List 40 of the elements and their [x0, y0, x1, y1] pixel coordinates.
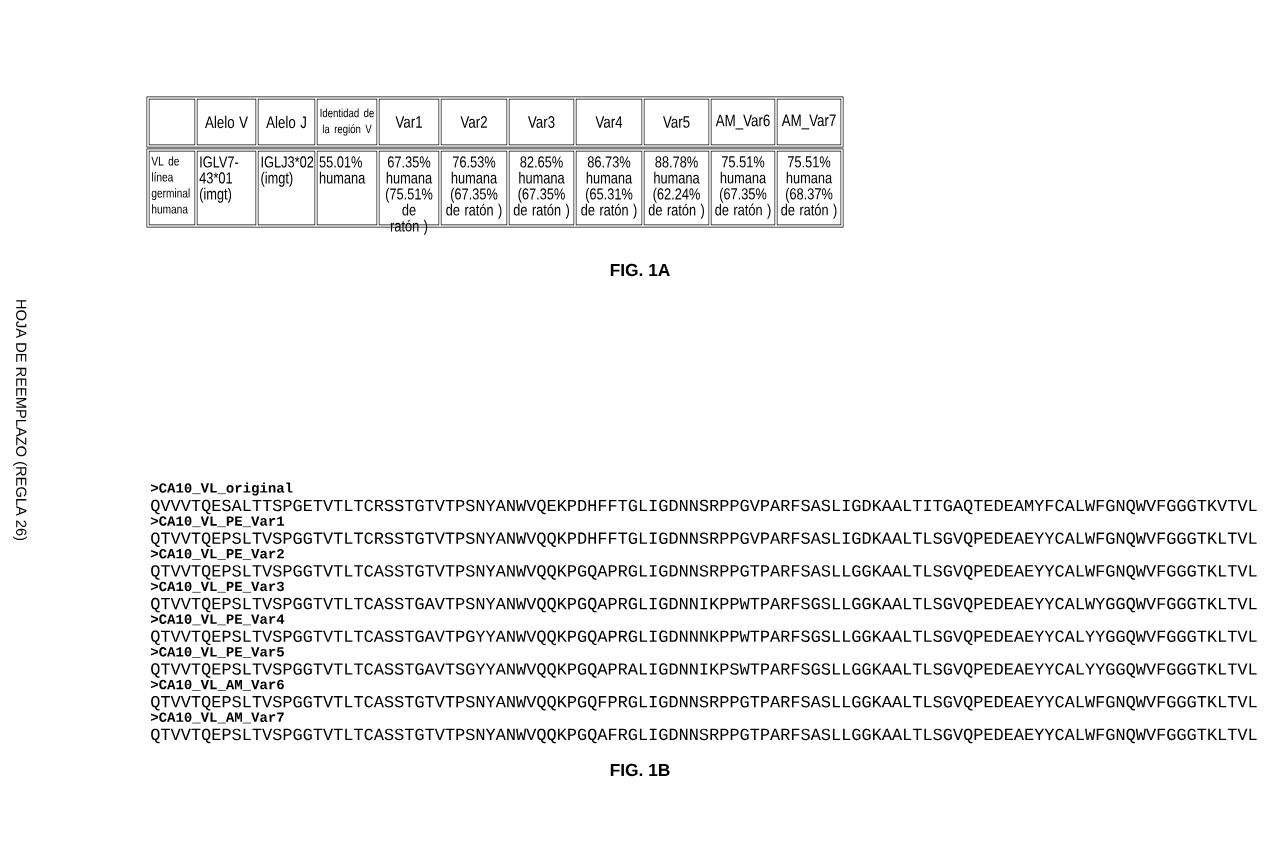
table-cell: 82.65% humana (67.35% de ratón ) — [513, 156, 569, 219]
sequence-text: QTVVTQEPSLTVSPGGTVTLTCASSTGAVTSGYYANWVQQKPGQAPRALIGDNNIKPSWTPARFSGSLLGGKAALTLSGVQPEDEAEYYCALYYGGQWVFGGGTKLTVL — [151, 663, 1257, 678]
header-cell: Alelo J — [266, 115, 306, 129]
figure-caption: FIG. 1A — [610, 263, 670, 277]
table-cell: IGLV7-43*01 (imgt) — [199, 156, 239, 203]
header-cell: Var4 — [595, 116, 623, 128]
table-cell: 55.01% humana — [319, 156, 366, 184]
sequence-text: QTVVTQEPSLTVSPGGTVTLTCASSTGTVTPSNYANWVQQKPGQAPRGLIGDNNSRPPGTPARFSASLLGGKAALTLSGVQPEDEAEYYCALWFGNQWVFGGGTKLTVL — [151, 565, 1257, 580]
sequence-name: >CA10_VL_original — [150, 482, 293, 496]
table-cell: 75.51% humana (68.37% de ratón ) — [781, 156, 837, 219]
sequence-text: QTVVTQEPSLTVSPGGTVTLTCASSTGTVTPSNYANWVQQKPGQAFRGLIGDNNSRPPGTPARFSASLLGGKAALTLSGVQPEDEAEYYCALWFGNQWVFGGGTKLTVL — [151, 728, 1257, 744]
sequence-text: QTVVTQEPSLTVSPGGTVTLTCASSTGAVTPGYYANWVQQKPGQAPRGLIGDNNNKPPWTPARFSGSLLGGKAALTLSGVQPEDEAEYYCALYYGGQWVFGGGTKLTVL — [151, 630, 1257, 646]
header-cell: Identidad de la región V — [320, 108, 374, 136]
figure-caption: FIG. 1B — [610, 763, 670, 777]
header-cell: Alelo V — [205, 115, 248, 129]
table-cell: 86.73% humana (65.31% de ratón ) — [581, 156, 637, 219]
sequence-text: QTVVTQEPSLTVSPGGTVTLTCRSSTGTVTPSNYANWVQQKPDHFFTGLIGDNNSRPPGVPARFSASLIGDKAALTLSGVQPEDEAEYYCALWFGNQWVFGGGTKLTVL — [151, 532, 1257, 547]
header-cell: AM_Var6 — [715, 114, 770, 130]
table-cell: 75.51% humana (67.35% de ratón ) — [715, 156, 771, 219]
sequence-text: QVVVTQESALTTSPGETVTLTCRSSTGTVTPSNYANWVQEKPDHFFTGLIGDNNSRPPGVPARFSASLIGDKAALTITGAQTEDEAMYFCALWFGNQWVFGGGTKVTVL — [151, 499, 1257, 515]
table-cell: 88.78% humana (62.24% de ratón ) — [648, 156, 704, 219]
header-cell: Var1 — [395, 116, 422, 128]
table-cell: VL de línea germinal humana — [151, 156, 190, 214]
header-cell: Var3 — [528, 116, 555, 128]
sequence-name: >CA10_VL_PE_Var3 — [150, 581, 284, 593]
sequence-name: >CA10_VL_PE_Var1 — [150, 516, 285, 528]
table-cell: IGLJ3*02 (imgt) — [261, 156, 314, 187]
sequence-name: >CA10_VL_PE_Var5 — [150, 647, 284, 658]
table-cell: 67.35% humana (75.51% de ratón ) — [385, 156, 433, 235]
margin-note: HOJA DE REEMPLAZO (REGLA 26) — [13, 300, 27, 541]
sequence-name: >CA10_VL_AM_Var6 — [150, 679, 284, 691]
header-cell: Var5 — [663, 116, 690, 128]
sequence-text: QTVVTQEPSLTVSPGGTVTLTCASSTGAVTPSNYANWVQQKPGQAPRGLIGDNNIKPPWTPARFSGSLLGGKAALTLSGVQPEDEAEYYCALWYGGQWVFGGGTKLTVL — [151, 597, 1257, 613]
header-cell: Var2 — [460, 116, 487, 128]
table-cell: 76.53% humana (67.35% de ratón ) — [446, 156, 502, 219]
header-cell: AM_Var7 — [781, 114, 836, 130]
sequence-name: >CA10_VL_AM_Var7 — [150, 712, 284, 724]
sequence-name: >CA10_VL_PE_Var4 — [150, 614, 285, 626]
sequence-text: QTVVTQEPSLTVSPGGTVTLTCASSTGTVTPSNYANWVQQKPGQFPRGLIGDNNSRPPGTPARFSASLLGGKAALTLSGVQPEDEAEYYCALWFGNQWVFGGGTKLTVL — [151, 695, 1257, 711]
sequence-name: >CA10_VL_PE_Var2 — [150, 548, 284, 560]
